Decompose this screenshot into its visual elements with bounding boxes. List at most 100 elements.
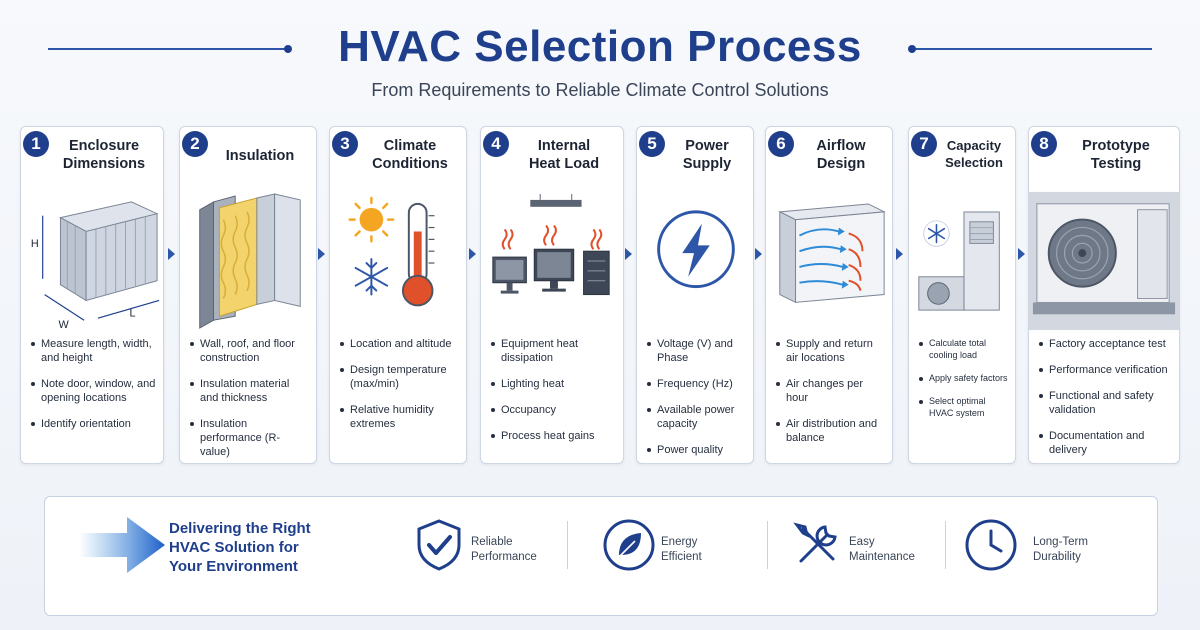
summary-banner: Delivering the Right HVAC Solution for Y… (44, 496, 1158, 616)
prototype-unit-icon (1029, 187, 1179, 337)
list-item: Select optimal HVAC system (917, 395, 1009, 419)
header: HVAC Selection Process From Requirements… (0, 0, 1200, 120)
list-item: Performance verification (1037, 363, 1173, 377)
step-card-2: 2 Insulation Wall, roof, and floor const… (179, 126, 317, 464)
monitor-icon (492, 256, 527, 294)
heat-waves-icon (501, 224, 603, 250)
step-bullets: Voltage (V) and Phase Frequency (Hz) Ava… (645, 337, 747, 469)
step-title: Capacity Selection (945, 138, 1003, 170)
chevron-right-icon (755, 248, 762, 260)
banner-message: Delivering the Right HVAC Solution for Y… (169, 520, 311, 575)
step-number: 6 (768, 131, 794, 157)
list-item: Power quality (645, 443, 747, 457)
divider (567, 521, 568, 569)
title-rule-left (48, 48, 288, 50)
step-title: Insulation (225, 148, 295, 164)
thermometer-icon (401, 202, 435, 307)
chevron-right-icon (625, 248, 632, 260)
list-item: Documentation and delivery (1037, 429, 1173, 457)
step-bullets: Calculate total cooling load Apply safet… (917, 337, 1009, 430)
step-number: 7 (911, 131, 937, 157)
feature-maintenance: Easy Maintenance (789, 517, 939, 577)
step-card-7: 7 Capacity Selection Calculate total coo… (908, 126, 1016, 464)
leaf-icon (603, 519, 655, 571)
step-card-1: 1 Enclosure Dimensions H W L Measure len… (20, 126, 164, 464)
container-icon: H W L (21, 189, 163, 339)
divider (767, 521, 768, 569)
step-number: 5 (639, 131, 665, 157)
step-number: 3 (332, 131, 358, 157)
server-icon (583, 250, 610, 296)
title-rule-right (912, 48, 1152, 50)
list-item: Design temperature (max/min) (338, 363, 460, 391)
list-item: Occupancy (489, 403, 617, 417)
snowflake-icon (354, 258, 389, 296)
chevron-right-icon (168, 248, 175, 260)
chevron-right-icon (1018, 248, 1025, 260)
page-title: HVAC Selection Process (338, 22, 862, 71)
title-rule-dot-right (908, 45, 916, 53)
lightning-bolt-icon (637, 189, 753, 339)
list-item: Note door, window, and opening locations (29, 377, 157, 405)
step-bullets: Measure length, width, and height Note d… (29, 337, 157, 443)
list-item: Frequency (Hz) (645, 377, 747, 391)
list-item: Process heat gains (489, 429, 617, 443)
list-item: Functional and safety validation (1037, 389, 1173, 417)
list-item: Available power capacity (645, 403, 747, 431)
airflow-diagram-icon (766, 189, 892, 339)
light-fixture-icon (530, 193, 582, 207)
height-label: H (31, 238, 39, 250)
chevron-right-icon (469, 248, 476, 260)
step-bullets: Factory acceptance test Performance veri… (1037, 337, 1173, 469)
list-item: Relative humidity extremes (338, 403, 460, 431)
feature-reliable: Reliable Performance (411, 517, 561, 577)
list-item: Calculate total cooling load (917, 337, 1009, 361)
title-rule-dot-left (284, 45, 292, 53)
step-title: Climate Conditions (372, 138, 448, 172)
tools-icon (793, 522, 837, 563)
list-item: Wall, roof, and floor construction (188, 337, 310, 365)
step-title: Power Supply (682, 138, 732, 172)
page-subtitle: From Requirements to Reliable Climate Co… (371, 80, 829, 100)
step-card-4: 4 Internal Heat Load (480, 126, 624, 464)
snowflake-icon (923, 220, 950, 247)
step-bullets: Location and altitude Design temperature… (338, 337, 460, 443)
list-item: Insulation performance (R-value) (188, 417, 310, 459)
list-item: Insulation material and thickness (188, 377, 310, 405)
step-number: 4 (483, 131, 509, 157)
list-item: Identify orientation (29, 417, 157, 431)
list-item: Factory acceptance test (1037, 337, 1173, 351)
shield-check-icon (417, 519, 461, 571)
step-number: 1 (23, 131, 49, 157)
step-number: 8 (1031, 131, 1057, 157)
list-item: Location and altitude (338, 337, 460, 351)
step-title: Prototype Testing (1082, 138, 1150, 172)
length-label: L (129, 307, 135, 319)
step-card-3: 3 Climate Conditions (329, 126, 467, 464)
list-item: Apply safety factors (917, 372, 1009, 384)
divider (945, 521, 946, 569)
arrow-right-icon (79, 515, 179, 575)
feature-durability: Long-Term Durability (963, 517, 1123, 577)
step-bullets: Wall, roof, and floor construction Insul… (188, 337, 310, 471)
step-card-5: 5 Power Supply Voltage (V) and Phase Fre… (636, 126, 754, 464)
width-label: W (58, 319, 69, 331)
insulation-panel-icon (180, 189, 316, 339)
step-card-8: 8 Prototype Testing Factory acceptance t… (1028, 126, 1180, 464)
list-item: Supply and return air locations (774, 337, 886, 365)
step-bullets: Supply and return air locations Air chan… (774, 337, 886, 457)
feature-energy: Energy Efficient (601, 517, 751, 577)
step-title: Enclosure Dimensions (62, 138, 146, 172)
chevron-right-icon (896, 248, 903, 260)
list-item: Lighting heat (489, 377, 617, 391)
hvac-unit-icon (918, 211, 1000, 311)
clock-icon (965, 519, 1017, 571)
step-number: 2 (182, 131, 208, 157)
list-item: Voltage (V) and Phase (645, 337, 747, 365)
chevron-right-icon (318, 248, 325, 260)
computer-icon (533, 248, 575, 292)
list-item: Equipment heat dissipation (489, 337, 617, 365)
list-item: Air changes per hour (774, 377, 886, 405)
sun-icon (348, 196, 395, 243)
list-item: Air distribution and balance (774, 417, 886, 445)
